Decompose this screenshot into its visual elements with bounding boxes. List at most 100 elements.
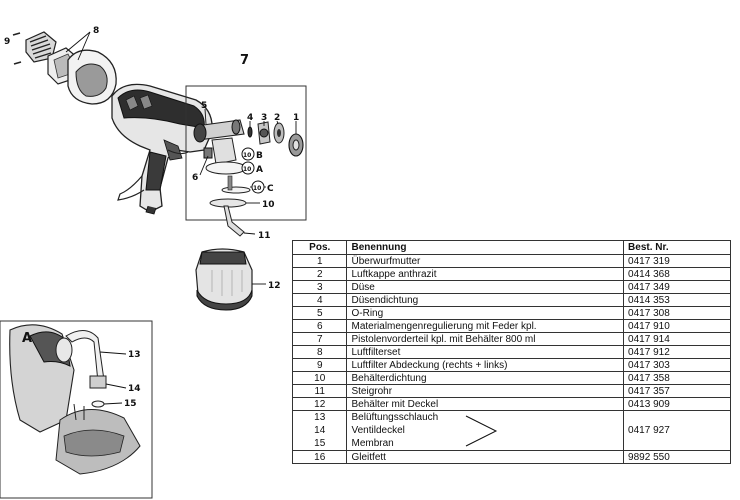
row-name: Behälter mit Deckel: [346, 397, 625, 411]
callout-10: 10: [262, 200, 275, 210]
table-row: 5 O-Ring 0417 308: [291, 306, 731, 320]
row-pos: 6: [291, 319, 348, 333]
row-name: Überwurfmutter: [346, 254, 625, 268]
group-pos: 15: [314, 438, 326, 449]
table-row: 11 Steigrohr 0417 357: [291, 384, 731, 398]
group-pos: 13: [314, 412, 326, 423]
row-name: Luftkappe anthrazit: [346, 267, 625, 281]
group-pos-cell: 13 14 15: [291, 410, 348, 451]
callout-1: 1: [293, 113, 299, 123]
part-11-riser-tube: [223, 205, 245, 237]
part-5-o-ring-front: [193, 119, 245, 143]
row-order-number: 0414 353: [623, 293, 731, 307]
callout-2: 2: [274, 113, 280, 123]
ring-marker-10-a: [241, 161, 255, 175]
table-row: 1 Überwurfmutter 0417 319: [291, 254, 731, 268]
row-pos: 16: [291, 450, 348, 464]
row-name: Behälterdichtung: [346, 371, 625, 385]
table-row: 4 Düsendichtung 0414 353: [291, 293, 731, 307]
leader-lines: [65, 31, 297, 285]
callout-7: 7: [240, 53, 249, 68]
table-row: 3 Düse 0417 349: [291, 280, 731, 294]
parts-list-table: Pos. Benennung Best. Nr. 1 Überwurfmutte…: [291, 240, 731, 464]
table-header-row: Pos. Benennung Best. Nr.: [291, 240, 731, 255]
row-order-number: 9892 550: [623, 450, 731, 464]
row-name: Steigrohr: [346, 384, 625, 398]
group-name: Membran: [351, 438, 394, 449]
row-order-number: 0417 349: [623, 280, 731, 294]
table-row-group-13-15: 13 14 15 Belüftungsschlauch Ventildeckel…: [291, 410, 731, 451]
part-1-union-nut: [288, 133, 304, 157]
ring-marker-10-c: [251, 180, 265, 194]
marker-b: B: [256, 151, 263, 161]
row-pos: 5: [291, 306, 348, 320]
part-2-air-cap: [273, 122, 285, 144]
part-3-nozzle: [257, 121, 271, 145]
callout-15: 15: [124, 399, 137, 409]
table-row: 8 Luftfilterset 0417 912: [291, 345, 731, 359]
assembly-7-frame: [185, 85, 307, 221]
row-pos: 1: [291, 254, 348, 268]
group-bracket-arrow: [465, 415, 498, 447]
row-name: Materialmengenregulierung mit Feder kpl.: [346, 319, 625, 333]
callout-12: 12: [268, 281, 281, 291]
row-pos: 12: [291, 397, 348, 411]
group-name: Belüftungsschlauch: [351, 412, 439, 423]
row-pos: 7: [291, 332, 348, 346]
row-order-number: 0417 308: [623, 306, 731, 320]
inset-label-a: A: [22, 331, 32, 346]
row-pos: 3: [291, 280, 348, 294]
callout-13: 13: [128, 350, 141, 360]
row-order-number: 0414 368: [623, 267, 731, 281]
table-row: 6 Materialmengenregulierung mit Feder kp…: [291, 319, 731, 333]
detail-inset-a: [0, 320, 153, 499]
row-order-number: 0413 909: [623, 397, 731, 411]
row-name: Luftfilterset: [346, 345, 625, 359]
table-row: 9 Luftfilter Abdeckung (rechts + links) …: [291, 358, 731, 372]
callout-8: 8: [93, 26, 99, 36]
callout-5: 5: [201, 101, 207, 111]
row-order-number: 0417 358: [623, 371, 731, 385]
ring-label-10-a: 10: [243, 166, 251, 173]
callout-11: 11: [258, 231, 271, 241]
header-pos: Pos.: [291, 240, 348, 255]
table-row: 10 Behälterdichtung 0417 358: [291, 371, 731, 385]
part-10-container-seal-ring: [209, 175, 251, 208]
part-6-material-regulator: [203, 137, 247, 175]
table-row: 7 Pistolenvorderteil kpl. mit Behälter 8…: [291, 332, 731, 346]
row-name: Luftfilter Abdeckung (rechts + links): [346, 358, 625, 372]
header-name: Benennung: [346, 240, 625, 255]
callout-3: 3: [261, 113, 267, 123]
row-pos: 2: [291, 267, 348, 281]
table-row: 12 Behälter mit Deckel 0413 909: [291, 397, 731, 411]
row-name: O-Ring: [346, 306, 625, 320]
callout-14: 14: [128, 384, 141, 394]
row-order-number: 0417 319: [623, 254, 731, 268]
row-name: Gleitfett: [346, 450, 625, 464]
ring-marker-10-b: [241, 147, 255, 161]
row-name: Pistolenvorderteil kpl. mit Behälter 800…: [346, 332, 625, 346]
row-order-number: 0417 910: [623, 319, 731, 333]
header-order-number: Best. Nr.: [623, 240, 731, 255]
row-pos: 9: [291, 358, 348, 372]
ring-label-10-c: 10: [253, 185, 261, 192]
marker-c: C: [267, 184, 274, 194]
row-pos: 11: [291, 384, 348, 398]
group-name-cell: Belüftungsschlauch Ventildeckel Membran: [346, 410, 625, 451]
callout-4: 4: [247, 113, 253, 123]
gun-body: [111, 83, 213, 215]
part-8-filter-set: [47, 47, 117, 105]
row-order-number: 0417 914: [623, 332, 731, 346]
marker-a: A: [256, 165, 263, 175]
ring-label-10-b: 10: [243, 152, 251, 159]
callout-6: 6: [192, 173, 198, 183]
table-row: 16 Gleitfett 9892 550: [291, 450, 731, 464]
row-order-number: 0417 912: [623, 345, 731, 359]
row-pos: 10: [291, 371, 348, 385]
row-name: Düse: [346, 280, 625, 294]
row-pos: 4: [291, 293, 348, 307]
row-order-number: 0417 357: [623, 384, 731, 398]
callout-9: 9: [4, 37, 10, 47]
part-4-nozzle-seal: [247, 126, 253, 138]
row-pos: 8: [291, 345, 348, 359]
